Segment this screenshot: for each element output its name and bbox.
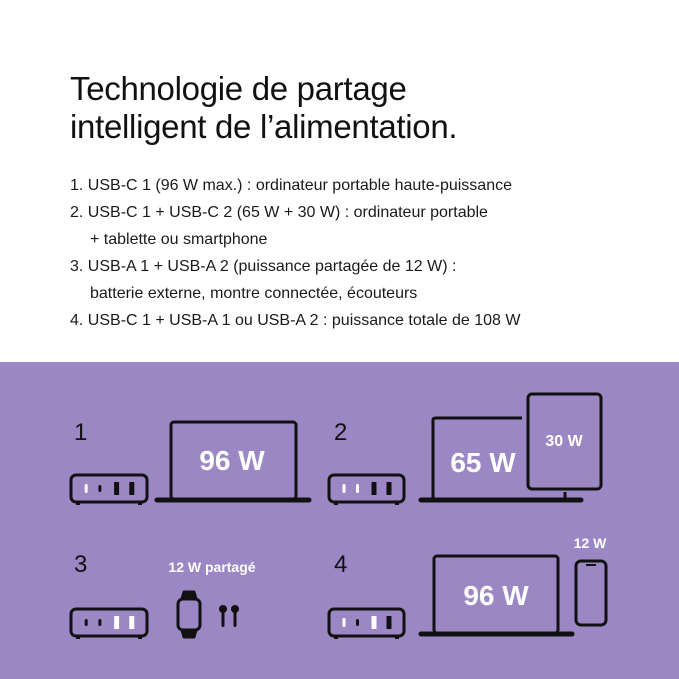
- tablet-icon: [526, 392, 603, 498]
- mode-item-3: 3. USB-A 1 + USB-A 2 (puissance partagée…: [70, 253, 520, 307]
- charger-foot: [395, 503, 399, 505]
- usb-c-port-icon: [342, 484, 346, 493]
- diagram-number: 4: [334, 551, 347, 578]
- charger-foot: [76, 503, 80, 505]
- mode-text: 3. USB-A 1 + USB-A 2 (puissance partagée…: [70, 258, 457, 275]
- laptop-icon: [418, 416, 584, 503]
- smartwatch-icon: [176, 590, 202, 639]
- usb-a-port-icon: [386, 616, 392, 629]
- usb-c-port-icon: [356, 484, 359, 493]
- charger-foot: [138, 503, 142, 505]
- laptop-watt-label: 96 W: [463, 580, 529, 611]
- usb-c-port-icon: [98, 619, 102, 626]
- phone-watt-label: 12 W: [574, 535, 607, 551]
- smartphone-icon: [574, 559, 608, 627]
- mode-text-cont: batterie externe, montre connectée, écou…: [90, 285, 418, 302]
- mode-text: 1. USB-C 1 (96 W max.) : ordinateur port…: [70, 177, 512, 194]
- diagram-number: 2: [334, 419, 347, 446]
- usb-c-port-icon: [342, 618, 346, 627]
- charger-icon: [327, 607, 406, 639]
- shared-watt-label: 12 W partagé: [168, 559, 255, 575]
- diagram-panel: 1 2 3 4 96 W 65 W 30 W 12 W partagé 96 W…: [0, 362, 679, 679]
- laptop-icon: [154, 420, 312, 503]
- laptop-icon: [418, 554, 575, 637]
- usb-a-port-icon: [129, 616, 135, 629]
- tablet-watt-label: 30 W: [545, 433, 583, 450]
- usb-a-port-icon: [114, 482, 120, 495]
- usb-a-port-icon: [129, 482, 135, 495]
- usb-a-port-icon: [371, 616, 377, 629]
- mode-text: 4. USB-C 1 + USB-A 1 ou USB-A 2 : puissa…: [70, 312, 521, 329]
- laptop-watt-label: 65 W: [450, 447, 516, 478]
- charger-foot: [138, 637, 142, 639]
- mode-list: 1. USB-C 1 (96 W max.) : ordinateur port…: [70, 172, 520, 334]
- diagram-svg: 1 2 3 4 96 W 65 W 30 W 12 W partagé 96 W…: [69, 392, 608, 639]
- usb-c-port-icon: [84, 484, 88, 493]
- charger-icon: [327, 473, 406, 505]
- usb-c-port-icon: [98, 485, 102, 492]
- laptop-watt-label: 96 W: [199, 445, 265, 476]
- charger-foot: [334, 503, 338, 505]
- mode-text: 2. USB-C 1 + USB-C 2 (65 W + 30 W) : ord…: [70, 204, 488, 221]
- charger-icon: [69, 473, 149, 505]
- heading: Technologie de partage intelligent de l’…: [70, 70, 458, 146]
- mode-item-1: 1. USB-C 1 (96 W max.) : ordinateur port…: [70, 172, 520, 199]
- heading-line-2: intelligent de l’alimentation.: [70, 108, 458, 145]
- charger-foot: [395, 637, 399, 639]
- diagram-number: 1: [74, 419, 87, 446]
- usb-a-port-icon: [114, 616, 120, 629]
- usb-a-port-icon: [371, 482, 377, 495]
- heading-line-1: Technologie de partage: [70, 70, 407, 107]
- diagram-number: 3: [74, 551, 87, 578]
- charger-foot: [334, 637, 338, 639]
- mode-item-2: 2. USB-C 1 + USB-C 2 (65 W + 30 W) : ord…: [70, 199, 520, 253]
- charger-foot: [76, 637, 80, 639]
- usb-c-port-icon: [356, 619, 359, 626]
- mode-item-4: 4. USB-C 1 + USB-A 1 ou USB-A 2 : puissa…: [70, 307, 520, 334]
- usb-a-port-icon: [386, 482, 392, 495]
- usb-c-port-icon: [84, 619, 88, 626]
- earbuds-icon: [219, 605, 239, 627]
- charger-icon: [69, 607, 149, 639]
- mode-text-cont: + tablette ou smartphone: [90, 231, 268, 248]
